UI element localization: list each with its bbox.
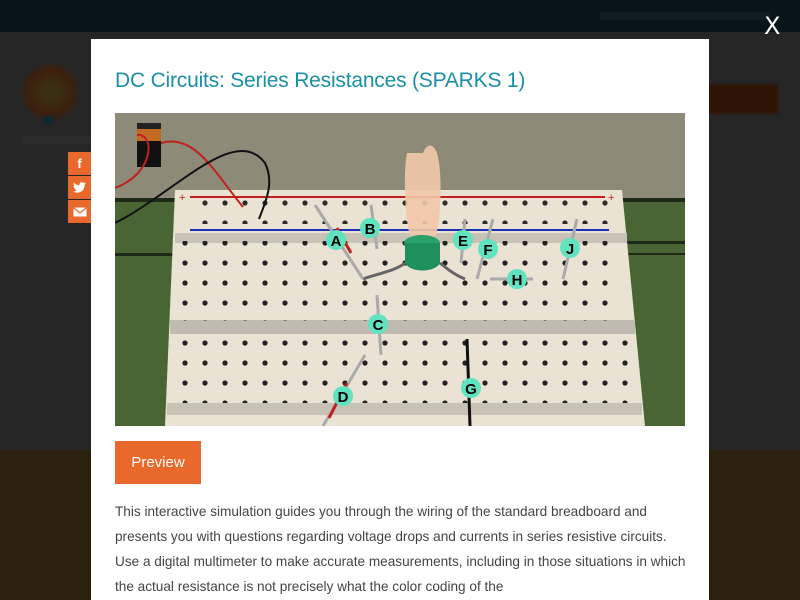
svg-text:F: F — [483, 242, 492, 259]
svg-text:C: C — [373, 317, 384, 334]
topbar-links — [600, 12, 770, 20]
svg-text:+: + — [179, 192, 185, 204]
share-bar: f — [68, 152, 91, 224]
svg-text:J: J — [566, 241, 574, 258]
site-topbar — [0, 0, 800, 32]
backdrop-button — [708, 84, 778, 114]
site-logo-dot — [44, 116, 54, 124]
twitter-share-button[interactable] — [68, 176, 91, 199]
email-icon — [72, 206, 87, 216]
svg-text:G: G — [465, 381, 477, 398]
preview-button[interactable]: Preview — [115, 441, 201, 484]
svg-text:A: A — [331, 233, 342, 250]
svg-text:H: H — [512, 272, 523, 289]
twitter-icon — [73, 182, 86, 193]
resource-description: This interactive simulation guides you t… — [115, 504, 686, 594]
close-modal-button[interactable]: X — [764, 12, 781, 40]
svg-text:+: + — [608, 192, 614, 204]
site-logo-text — [22, 136, 92, 144]
email-share-button[interactable] — [68, 200, 91, 223]
svg-text:E: E — [458, 233, 468, 250]
facebook-icon: f — [77, 156, 82, 171]
facebook-share-button[interactable]: f — [68, 152, 91, 175]
resource-modal: DC Circuits: Series Resistances (SPARKS … — [91, 39, 709, 600]
site-logo — [22, 64, 78, 120]
breadboard-illustration: + + — [115, 113, 685, 426]
simulation-screenshot: + + — [115, 113, 685, 426]
svg-text:B: B — [365, 221, 376, 238]
modal-title: DC Circuits: Series Resistances (SPARKS … — [115, 69, 526, 92]
svg-text:D: D — [338, 389, 349, 406]
